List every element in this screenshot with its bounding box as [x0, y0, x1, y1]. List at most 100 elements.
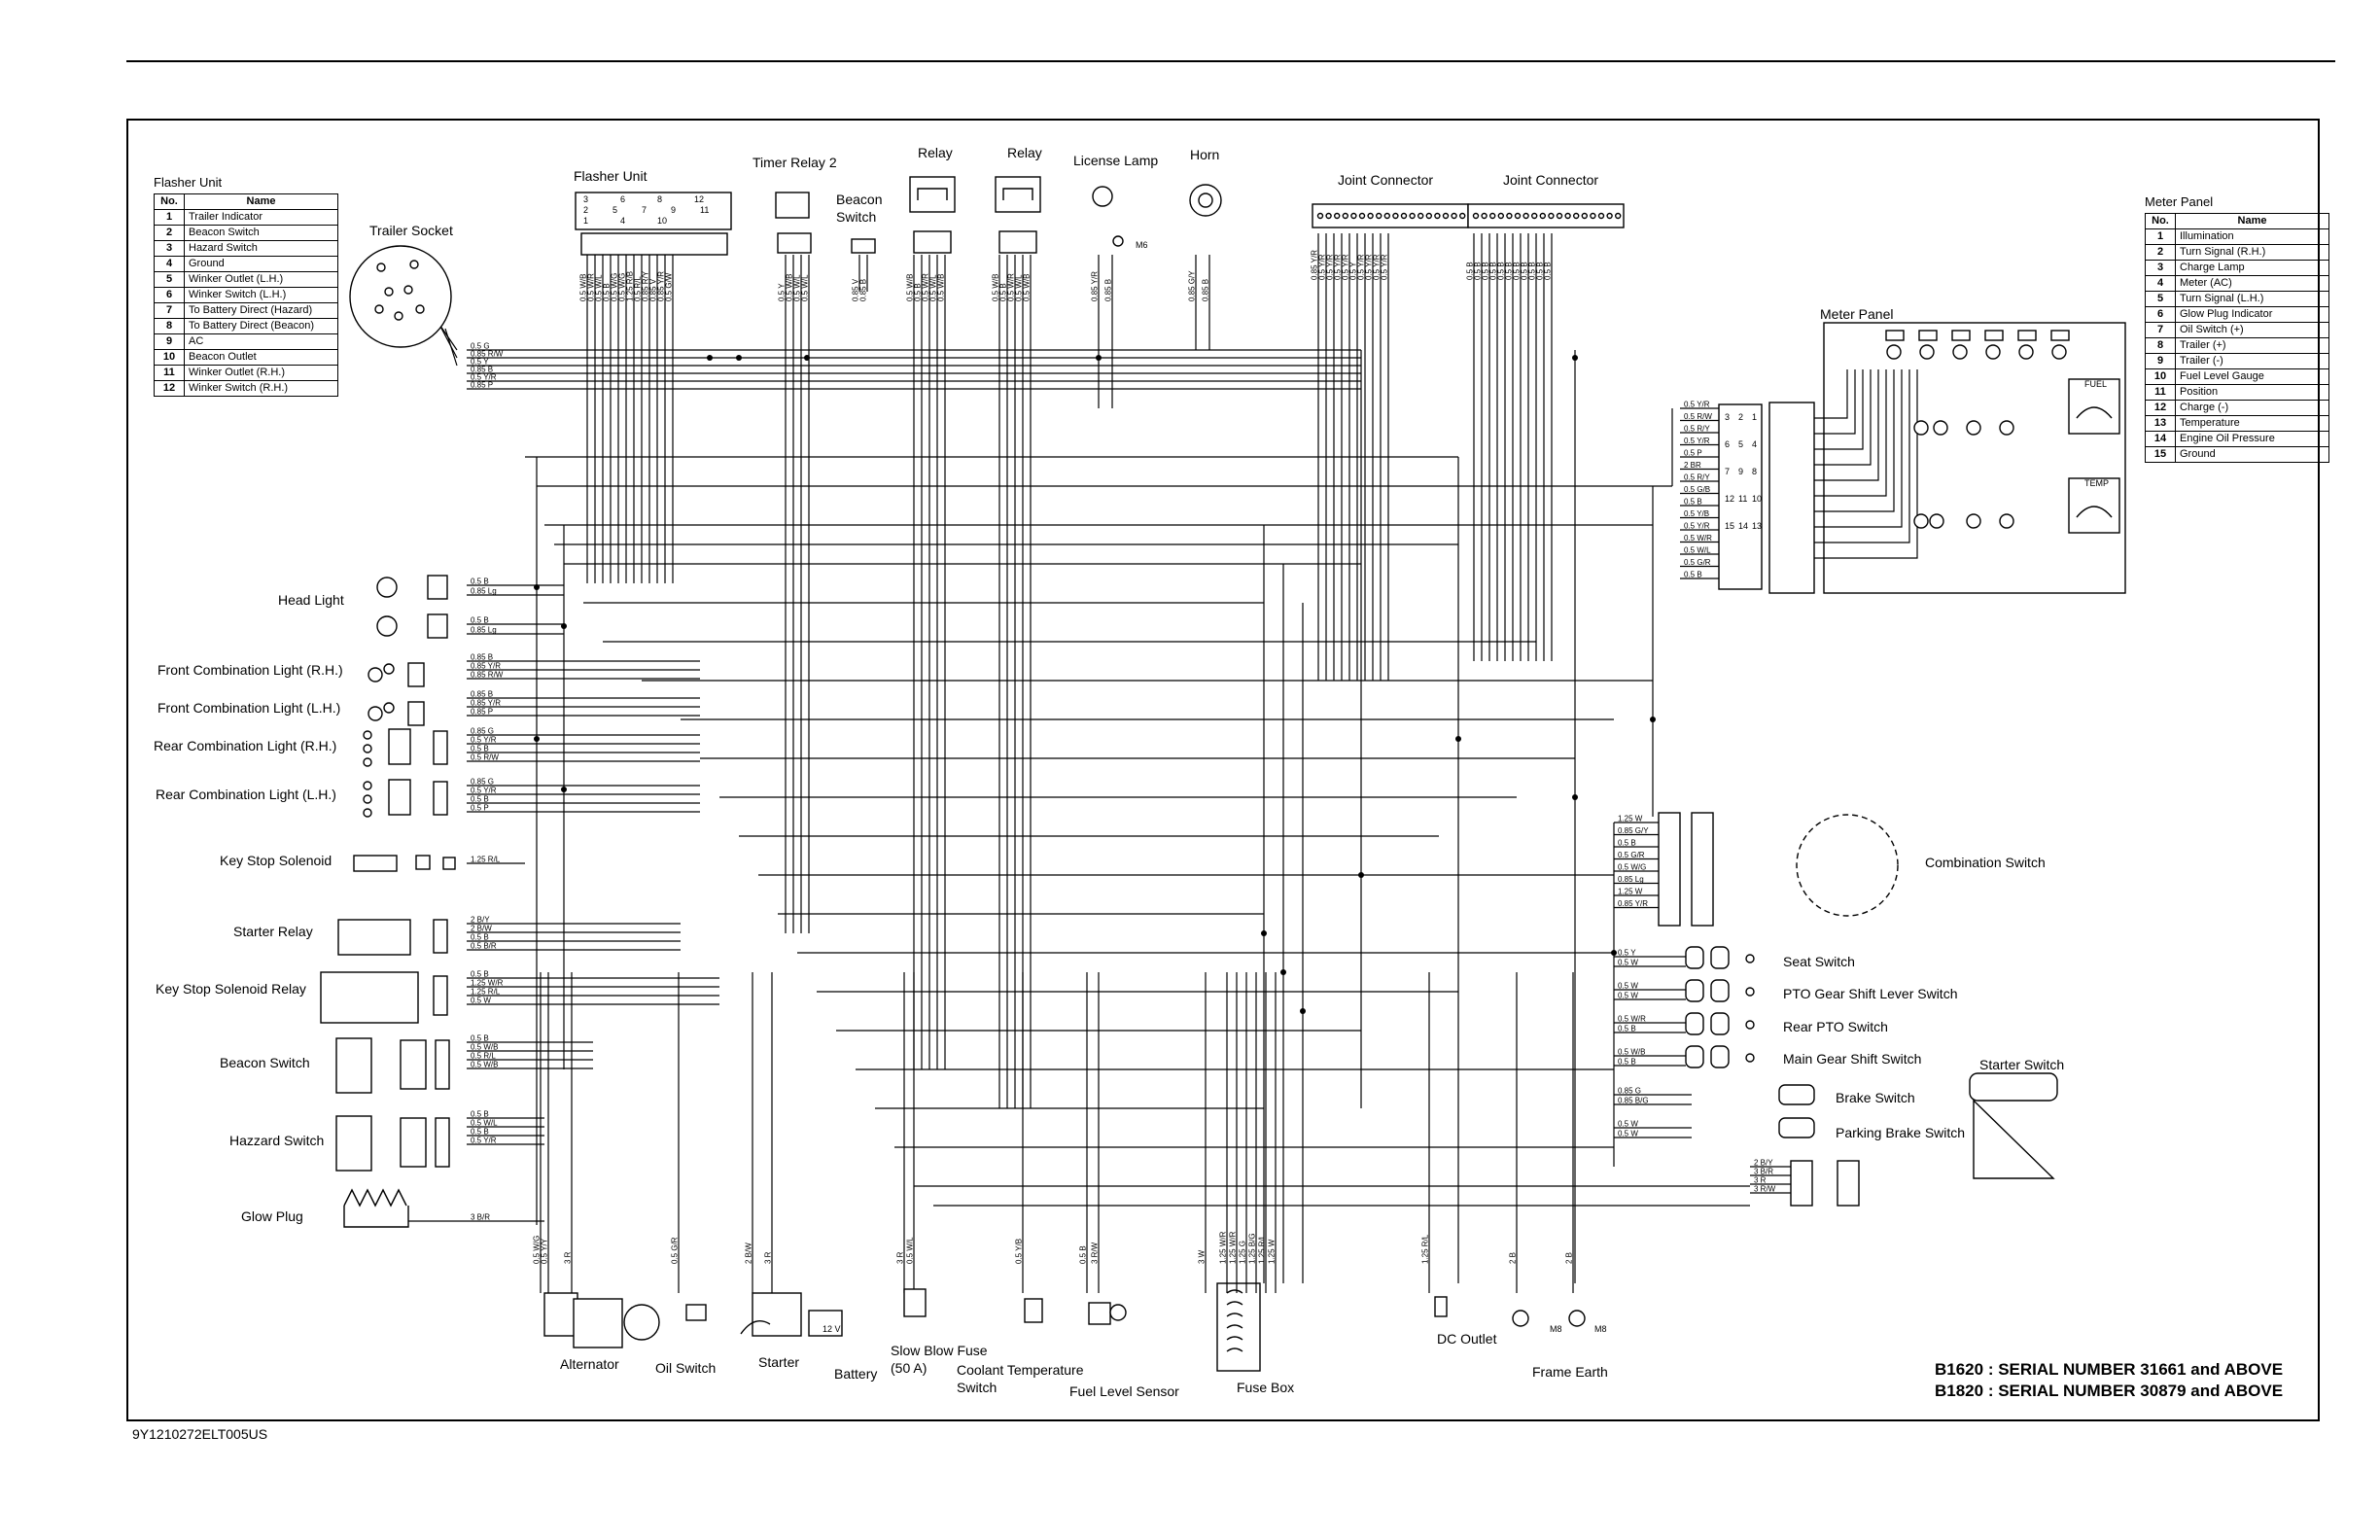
meter-internal-wire [1814, 369, 1856, 435]
flasher-unit-connector [575, 192, 732, 230]
meter-table-row-name: Turn Signal (R.H.) [2175, 244, 2329, 261]
junction-dot [1096, 355, 1102, 361]
starter-relay-wire-label: 0.5 B [471, 933, 489, 942]
trailer-wire [444, 328, 458, 367]
head-light-1-plug [427, 575, 448, 600]
joint2-wire-label: 0.5 B [1521, 262, 1529, 280]
flasher-table-row-name: Ground [184, 256, 338, 272]
main_gear-wire-label: 0.5 W/B [1618, 1048, 1645, 1057]
rear-comb-rh [388, 728, 411, 765]
bottom-wire-label: 0.5 B [1079, 1245, 1088, 1264]
label-license-lamp: License Lamp [1073, 153, 1158, 168]
pto-wire-label: 0.5 W [1618, 982, 1638, 991]
joint2-wire-label: 0.5 B [1466, 262, 1475, 280]
serial-b1620: B1620 : SERIAL NUMBER 31661 and ABOVE [1935, 1360, 2283, 1379]
horn-wire-label: 0.85 B [1202, 279, 1210, 301]
meter-connector-pin: 13 [1752, 521, 1762, 531]
meter-connector-pin: 15 [1725, 521, 1734, 531]
label-main-gear-shift: Main Gear Shift Switch [1783, 1051, 1921, 1067]
flasher-wire-label: 0.85 R/Y [642, 270, 650, 301]
timer-relay-plug [777, 232, 812, 254]
beacon-switch-body [335, 1037, 372, 1094]
license-lamp [1092, 186, 1113, 207]
junction-dot [1300, 1008, 1306, 1014]
label-trailer-socket: Trailer Socket [369, 223, 453, 238]
label-hazard-switch: Hazzard Switch [229, 1133, 324, 1148]
label-starter-relay: Starter Relay [233, 924, 313, 939]
label-joint-connector-1: Joint Connector [1338, 172, 1433, 188]
temp-gauge [2068, 477, 2120, 534]
joint-pin [1316, 212, 1324, 220]
joint-pin [1472, 212, 1480, 220]
alternator-plug [543, 1292, 578, 1337]
flasher-grid-pin: 5 [612, 205, 617, 215]
meter-table-row-no: 13 [2145, 415, 2176, 432]
flasher-wire-label: 0.5 W/G [618, 273, 627, 301]
label-starter: Starter [758, 1354, 799, 1370]
trailer-socket-pin [403, 285, 413, 295]
label-battery: Battery [834, 1366, 877, 1382]
fuel-gauge-label: FUEL [2084, 379, 2107, 389]
key-stop-solenoid-plug [415, 855, 431, 870]
joint-pin [1325, 212, 1332, 220]
fuel-gauge-arc [2076, 406, 2113, 419]
trailer-wire-label: 0.5 Y [471, 358, 489, 367]
brake-wire-label: 0.85 B/G [1618, 1097, 1649, 1105]
junction-dot [1572, 355, 1578, 361]
joint-pin [1572, 212, 1580, 220]
frame-earth-1 [1512, 1310, 1529, 1327]
joint-pin [1458, 212, 1466, 220]
bottom-wire-label: 1.25 R/L [1421, 1234, 1430, 1264]
combination-wire-label: 0.5 B [1618, 839, 1636, 848]
label-ks-solenoid-relay: Key Stop Solenoid Relay [156, 981, 306, 997]
battery-voltage: 12 V [822, 1324, 841, 1334]
joint-pin [1539, 212, 1547, 220]
meter-col-name: Name [2175, 213, 2329, 229]
meter-wire-label: 0.5 G/B [1684, 485, 1710, 494]
rear_pto-switch-body [1710, 1012, 1730, 1035]
rear-comb-rh-plug [433, 730, 448, 765]
label-timer-relay: Timer Relay 2 [752, 155, 837, 170]
coolant-temp-switch [1024, 1298, 1043, 1323]
bottom-wire-label: 0.5 G/R [671, 1237, 680, 1264]
flasher-table-row-no: 8 [154, 318, 185, 334]
combination-wire-label: 1.25 W [1618, 815, 1643, 823]
relay1-wire-label: 0.5 W/L [929, 274, 938, 301]
trailer-socket-pin [394, 311, 403, 321]
temp-gauge-label: TEMP [2084, 478, 2109, 488]
front-lh-wire-label: 0.85 P [471, 708, 493, 717]
rear_pto-switch-plug [1685, 1012, 1704, 1035]
trailer-socket-pin [374, 304, 384, 314]
meter-connector-pin: 7 [1725, 467, 1730, 476]
main_gear-switch-body [1710, 1045, 1730, 1068]
flasher-wire-label: 0.5 B [603, 283, 612, 301]
starter-sw-wire-label: 3 R [1754, 1176, 1767, 1185]
meter-connector-pin: 4 [1752, 439, 1757, 449]
head-light-2-wire-label: 0.5 B [471, 616, 489, 625]
flasher-grid-pin: 4 [620, 216, 625, 226]
label-frame-earth: Frame Earth [1532, 1364, 1608, 1380]
joint2-wire-label: 0.5 B [1497, 262, 1506, 280]
meter-indicator-lamp [2017, 330, 2037, 341]
flasher-table-row-no: 11 [154, 365, 185, 381]
meter-connector-pin: 14 [1738, 521, 1748, 531]
front-comb-lh [368, 706, 383, 721]
ks-relay-wire-label: 1.25 W/R [471, 979, 504, 988]
starter-switch-plug [1790, 1160, 1813, 1207]
license-lamp-ground [1112, 235, 1124, 247]
flasher-table-row-name: To Battery Direct (Hazard) [184, 302, 338, 319]
bottom-wire-label: 1.25 G [1239, 1241, 1247, 1264]
alternator-pulley [623, 1304, 660, 1341]
joint-pin [1564, 212, 1571, 220]
combination-wire-label: 0.5 G/R [1618, 851, 1645, 859]
junction-dot [534, 736, 540, 742]
label-relay-2: Relay [1007, 145, 1042, 160]
joint2-wire-label: 0.5 B [1489, 262, 1498, 280]
trailer-wire-label: 0.85 R/W [471, 350, 504, 359]
label-slow-blow-fuse-1: Slow Blow Fuse [891, 1343, 988, 1358]
